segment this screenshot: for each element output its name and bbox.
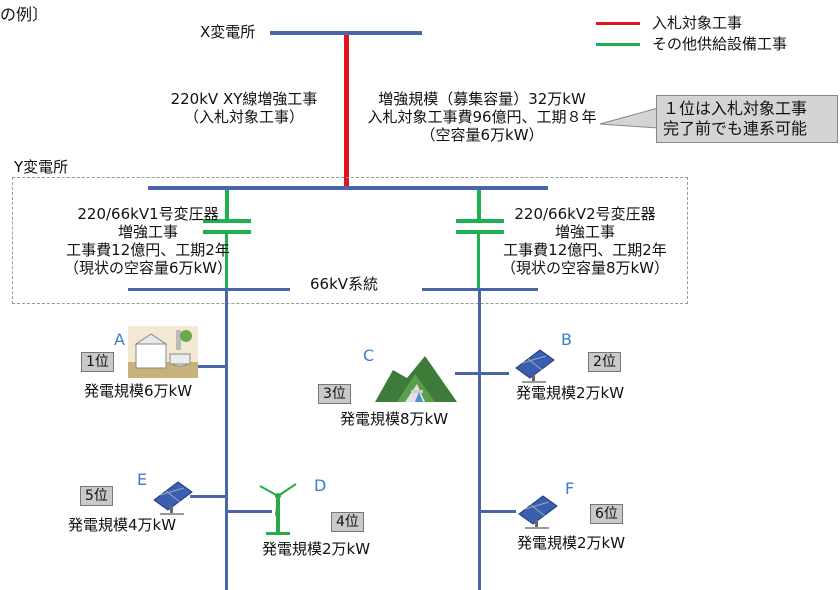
gen-f-scale: 発電規模2万kW	[517, 534, 626, 552]
branch-f	[481, 510, 516, 513]
gen-a-rank: 1位	[81, 352, 114, 372]
page-title: の例〕	[0, 5, 49, 24]
hydro-dam-icon	[375, 356, 457, 402]
branch-c	[455, 372, 478, 375]
transformer1-lower-lead	[225, 234, 228, 288]
xy-transmission-line	[344, 35, 349, 187]
transformer2-coil-upper	[456, 219, 504, 223]
gen-a-letter: A	[114, 330, 125, 349]
transformer1-upper-lead	[225, 190, 229, 220]
gen-c-rank: 3位	[318, 384, 351, 404]
substation-x-bus	[270, 31, 422, 35]
scale-info: 増強規模（募集容量）32万kW 入札対象工事費96億円、工期８年 （空容量6万k…	[367, 90, 597, 144]
feeder-left	[225, 290, 228, 590]
solar-panel-icon	[518, 495, 558, 529]
gen-b-scale: 発電規模2万kW	[516, 384, 625, 402]
substation-y-bus	[148, 186, 548, 190]
bus-66kv-right	[422, 288, 538, 291]
transformer2-lower-lead	[477, 234, 480, 288]
legend-green-line	[596, 43, 640, 46]
gen-a-scale: 発電規模6万kW	[84, 382, 193, 400]
gen-b-letter: B	[561, 330, 572, 349]
solar-panel-icon	[153, 481, 193, 515]
callout-box: １位は入札対象工事 完了前でも連系可能	[656, 95, 838, 143]
gen-c-letter: C	[363, 346, 375, 365]
gen-b-rank: 2位	[588, 352, 621, 372]
gen-e-letter: E	[137, 470, 148, 489]
transformer1-info: 220/66kV1号変圧器 増強工事 工事費12億円、工期2年 （現状の空容量6…	[63, 205, 233, 277]
wind-turbine-icon	[259, 483, 297, 535]
legend-red-label: 入札対象工事	[652, 14, 743, 32]
transformer1-coil-lower	[203, 230, 251, 234]
line-work-label: 220kV XY線増強工事 （入札対象工事）	[170, 90, 318, 126]
legend-green-label: その他供給設備工事	[652, 35, 788, 53]
gen-e-rank: 5位	[80, 486, 113, 506]
gen-c-scale: 発電規模8万kW	[340, 410, 449, 428]
branch-a	[195, 365, 225, 368]
gen-d-letter: D	[314, 476, 327, 495]
branch-d	[228, 510, 272, 513]
substation-x-label: X変電所	[200, 23, 256, 41]
legend-red-line	[596, 22, 640, 25]
transformer2-coil-lower	[456, 230, 504, 234]
gen-d-scale: 発電規模2万kW	[262, 540, 371, 558]
transformer2-info: 220/66kV2号変圧器 増強工事 工事費12億円、工期2年 （現状の空容量8…	[500, 205, 670, 277]
gen-e-scale: 発電規模4万kW	[68, 516, 177, 534]
branch-e	[190, 495, 225, 498]
transformer1-coil-upper	[203, 219, 251, 223]
factory-icon	[128, 326, 198, 378]
gen-d-rank: 4位	[331, 512, 364, 532]
substation-y-area	[12, 177, 688, 304]
gen-f-letter: F	[565, 479, 575, 498]
gen-f-rank: 6位	[590, 504, 623, 524]
branch-b	[481, 372, 509, 375]
system-label: 66kV系統	[310, 275, 379, 293]
substation-y-label: Y変電所	[14, 158, 69, 176]
bus-66kv-left	[128, 288, 290, 291]
transformer2-upper-lead	[477, 190, 481, 220]
solar-panel-icon	[515, 349, 555, 383]
feeder-right	[478, 290, 481, 590]
